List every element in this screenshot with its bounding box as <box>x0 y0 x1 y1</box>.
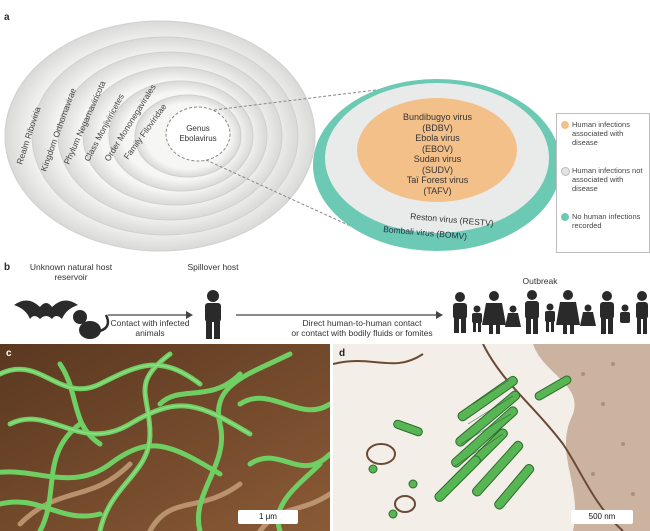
virus-tafv-abbr: (TAFV) <box>423 185 452 196</box>
human-contact-label-1: Direct human-to-human contact <box>302 318 422 328</box>
outbreak-label: Outbreak <box>522 276 558 286</box>
scalebar-c: 1 μm <box>238 510 298 524</box>
genus-name: Ebolavirus <box>179 134 216 143</box>
virion-image <box>333 344 650 531</box>
micrograph-c: c 1 μm <box>0 344 330 531</box>
spillover-person-icon <box>205 290 221 339</box>
human-contact-label-2: or contact with bodily fluids or fomites <box>291 328 433 338</box>
transmission-diagram <box>14 290 648 339</box>
panel-label-d: d <box>339 348 346 359</box>
contact-animals-label: Contact with infected animals <box>110 318 190 338</box>
virus-ebov: Ebola virus <box>415 133 460 143</box>
scalebar-c-label: 1 μm <box>259 512 277 521</box>
filament-image <box>0 344 330 531</box>
legend-text-none: No human infections recorded <box>572 212 641 230</box>
virus-tafv: Taï Forest virus <box>406 175 469 185</box>
scalebar-d-label: 500 nm <box>588 512 616 521</box>
bat-icon <box>14 300 78 319</box>
genus-circle <box>165 106 231 162</box>
virus-bdbv: Bundibugyo virus <box>402 112 473 122</box>
panel-label-c: c <box>6 348 12 359</box>
disease-core <box>357 98 517 202</box>
taxonomy-diagram: Realm Riboviria Kingdom Orthornavirae Ph… <box>4 20 560 252</box>
micrograph-d: d 500 nm <box>333 344 650 531</box>
arrowhead-1 <box>186 311 193 319</box>
spillover-label: Spillover host <box>187 262 239 272</box>
virus-bdbv-abbr: (BDBV) <box>422 122 453 133</box>
virus-sudv: Sudan virus <box>413 154 462 164</box>
virus-ebov-abbr: (EBOV) <box>421 143 453 154</box>
legend-text-disease: Human infections associated with disease <box>572 120 630 147</box>
legend-text-nodisease: Human infections not associated with dis… <box>572 166 643 193</box>
panel-label-a: a <box>4 12 10 23</box>
virus-sudv-abbr: (SUDV) <box>422 164 453 175</box>
arrowhead-2 <box>436 311 443 319</box>
legend-swatch-orange <box>561 121 569 129</box>
scalebar-d: 500 nm <box>571 510 633 524</box>
legend-swatch-teal <box>561 213 569 221</box>
legend: Human infections associated with disease… <box>556 113 650 253</box>
monkey-icon <box>73 310 110 339</box>
panel-label-b: b <box>4 262 11 273</box>
outbreak-crowd-icon <box>453 290 648 334</box>
virus-list: Bundibugyo virus (BDBV) Ebola virus (EBO… <box>375 112 500 196</box>
reservoir-label: Unknown natural host reservoir <box>29 262 113 282</box>
genus-label: Genus <box>186 124 210 133</box>
legend-swatch-grey <box>561 167 570 176</box>
